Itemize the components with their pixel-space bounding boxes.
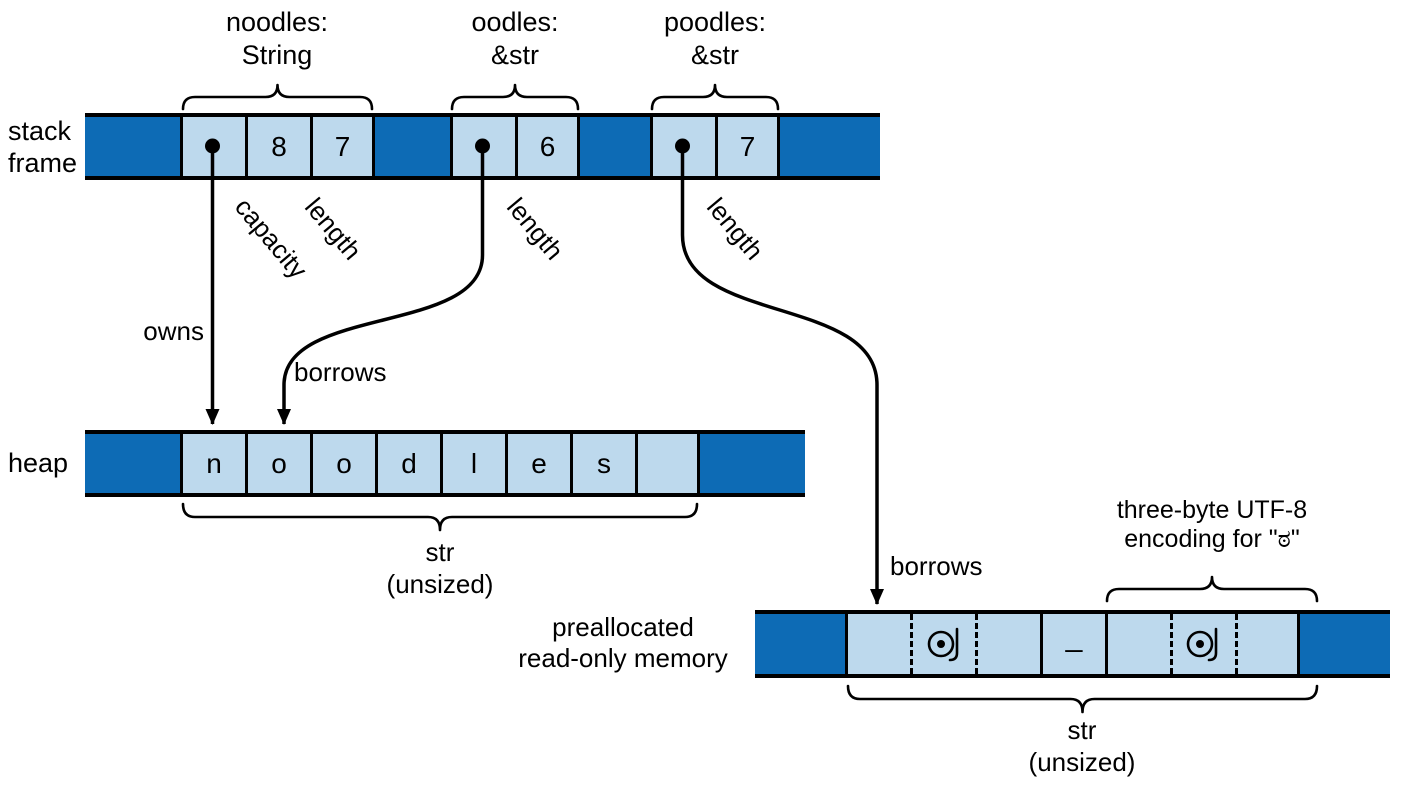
readonly-str-brace (846, 684, 1319, 714)
underscore-cell: _ (1040, 614, 1105, 674)
oodles-length-cell: 6 (515, 117, 580, 176)
borrows-arrow-label-oodles: borrows (294, 357, 387, 387)
oodles-title: oodles: &str (471, 7, 559, 70)
poodles-pointer-cell (650, 117, 715, 176)
poodles-title: poodles: &str (663, 7, 767, 70)
noodles-cells: 8 7 (180, 117, 375, 176)
heap-row: n o o d l e s (85, 430, 805, 497)
heap-cell-e: e (505, 434, 570, 493)
heap-label: heap (8, 448, 69, 478)
oodles-brace (450, 83, 580, 111)
byte-divider (910, 614, 913, 674)
underscore-byte: _ (1065, 620, 1083, 653)
borrows-arrow-label-poodles: borrows (890, 551, 983, 581)
ttha-glyph (1186, 627, 1217, 662)
stack-frame-label: stack frame (8, 116, 78, 178)
oodles-cells: 6 (450, 117, 580, 176)
heap-cell-s: s (570, 434, 635, 493)
noodles-title: noodles: String (225, 7, 329, 70)
ttha-glyph (927, 627, 959, 662)
utf8-char-cell-1 (845, 614, 1040, 674)
heap-cell-l: l (440, 434, 505, 493)
capacity-field-label: capacity (229, 192, 314, 285)
poodles-brace (650, 83, 780, 111)
heap-cell-o2: o (310, 434, 375, 493)
noodles-brace (181, 83, 374, 111)
heap-cell-d: d (375, 434, 440, 493)
oodles-pointer-cell (450, 117, 515, 176)
length-field-label-oodles: length (501, 192, 570, 266)
readonly-str-caption: str (unsized) (1028, 715, 1136, 777)
heap-str-caption: str (unsized) (386, 537, 494, 599)
utf8-char-cell-2 (1105, 614, 1300, 674)
three-byte-brace (1105, 575, 1319, 603)
utf8-annotation: three-byte UTF-8 encoding for "ಠ" (1116, 496, 1308, 553)
readonly-memory-label: preallocated read-only memory (518, 612, 728, 673)
heap-str-brace (181, 502, 699, 532)
owns-arrow-label: owns (143, 316, 204, 346)
noodles-capacity-cell: 8 (245, 117, 310, 176)
heap-cell-spare (635, 434, 700, 493)
heap-cell-n: n (180, 434, 245, 493)
length-field-label-poodles: length (701, 192, 770, 266)
readonly-row: _ (755, 610, 1390, 678)
byte-divider (1170, 614, 1173, 674)
poodles-length-cell: 7 (715, 117, 780, 176)
heap-cell-o1: o (245, 434, 310, 493)
byte-divider (975, 614, 978, 674)
byte-divider (1235, 614, 1238, 674)
readonly-cells: _ (845, 614, 1300, 674)
stack-row: 8 7 6 7 (85, 113, 880, 180)
noodles-length-cell: 7 (310, 117, 375, 176)
heap-cells: n o o d l e s (180, 434, 700, 493)
poodles-cells: 7 (650, 117, 780, 176)
length-field-label-noodles: length (299, 192, 368, 266)
noodles-pointer-cell (180, 117, 245, 176)
